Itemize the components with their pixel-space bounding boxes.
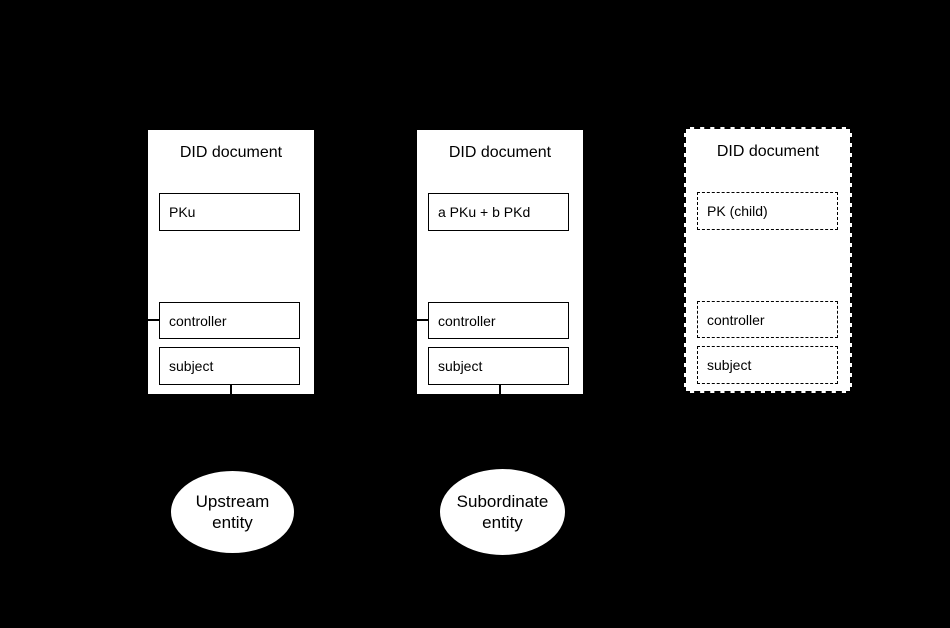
did-document-title: DID document (448, 144, 552, 161)
subject-field: subject (428, 347, 569, 385)
subject-connector-stub (499, 384, 501, 396)
did-document-box-child: DID document PK (child) controller subje… (684, 127, 852, 393)
public-key-field: PKu (159, 193, 300, 231)
public-key-field: a PKu + b PKd (428, 193, 569, 231)
subordinate-entity-ellipse: Subordinate entity (439, 468, 566, 556)
controller-connector-stub (148, 319, 160, 321)
controller-connector-stub (417, 319, 429, 321)
controller-field: controller (159, 302, 300, 339)
subject-field: subject (159, 347, 300, 385)
controller-field: controller (697, 301, 838, 338)
upstream-entity-ellipse: Upstream entity (170, 470, 295, 554)
did-document-box-upstream: DID document PKu controller subject (147, 129, 315, 396)
did-document-box-subordinate: DID document a PKu + b PKd controller su… (416, 129, 584, 396)
did-document-title: DID document (716, 143, 820, 160)
controller-field: controller (428, 302, 569, 339)
entity-label-line: entity (482, 513, 523, 532)
did-document-title: DID document (179, 144, 283, 161)
public-key-field: PK (child) (697, 192, 838, 230)
subject-connector-stub (230, 384, 232, 396)
entity-label-line: Subordinate (456, 492, 549, 511)
entity-label-line: Upstream (195, 492, 270, 511)
entity-label-line: entity (212, 513, 253, 532)
subject-field: subject (697, 346, 838, 384)
